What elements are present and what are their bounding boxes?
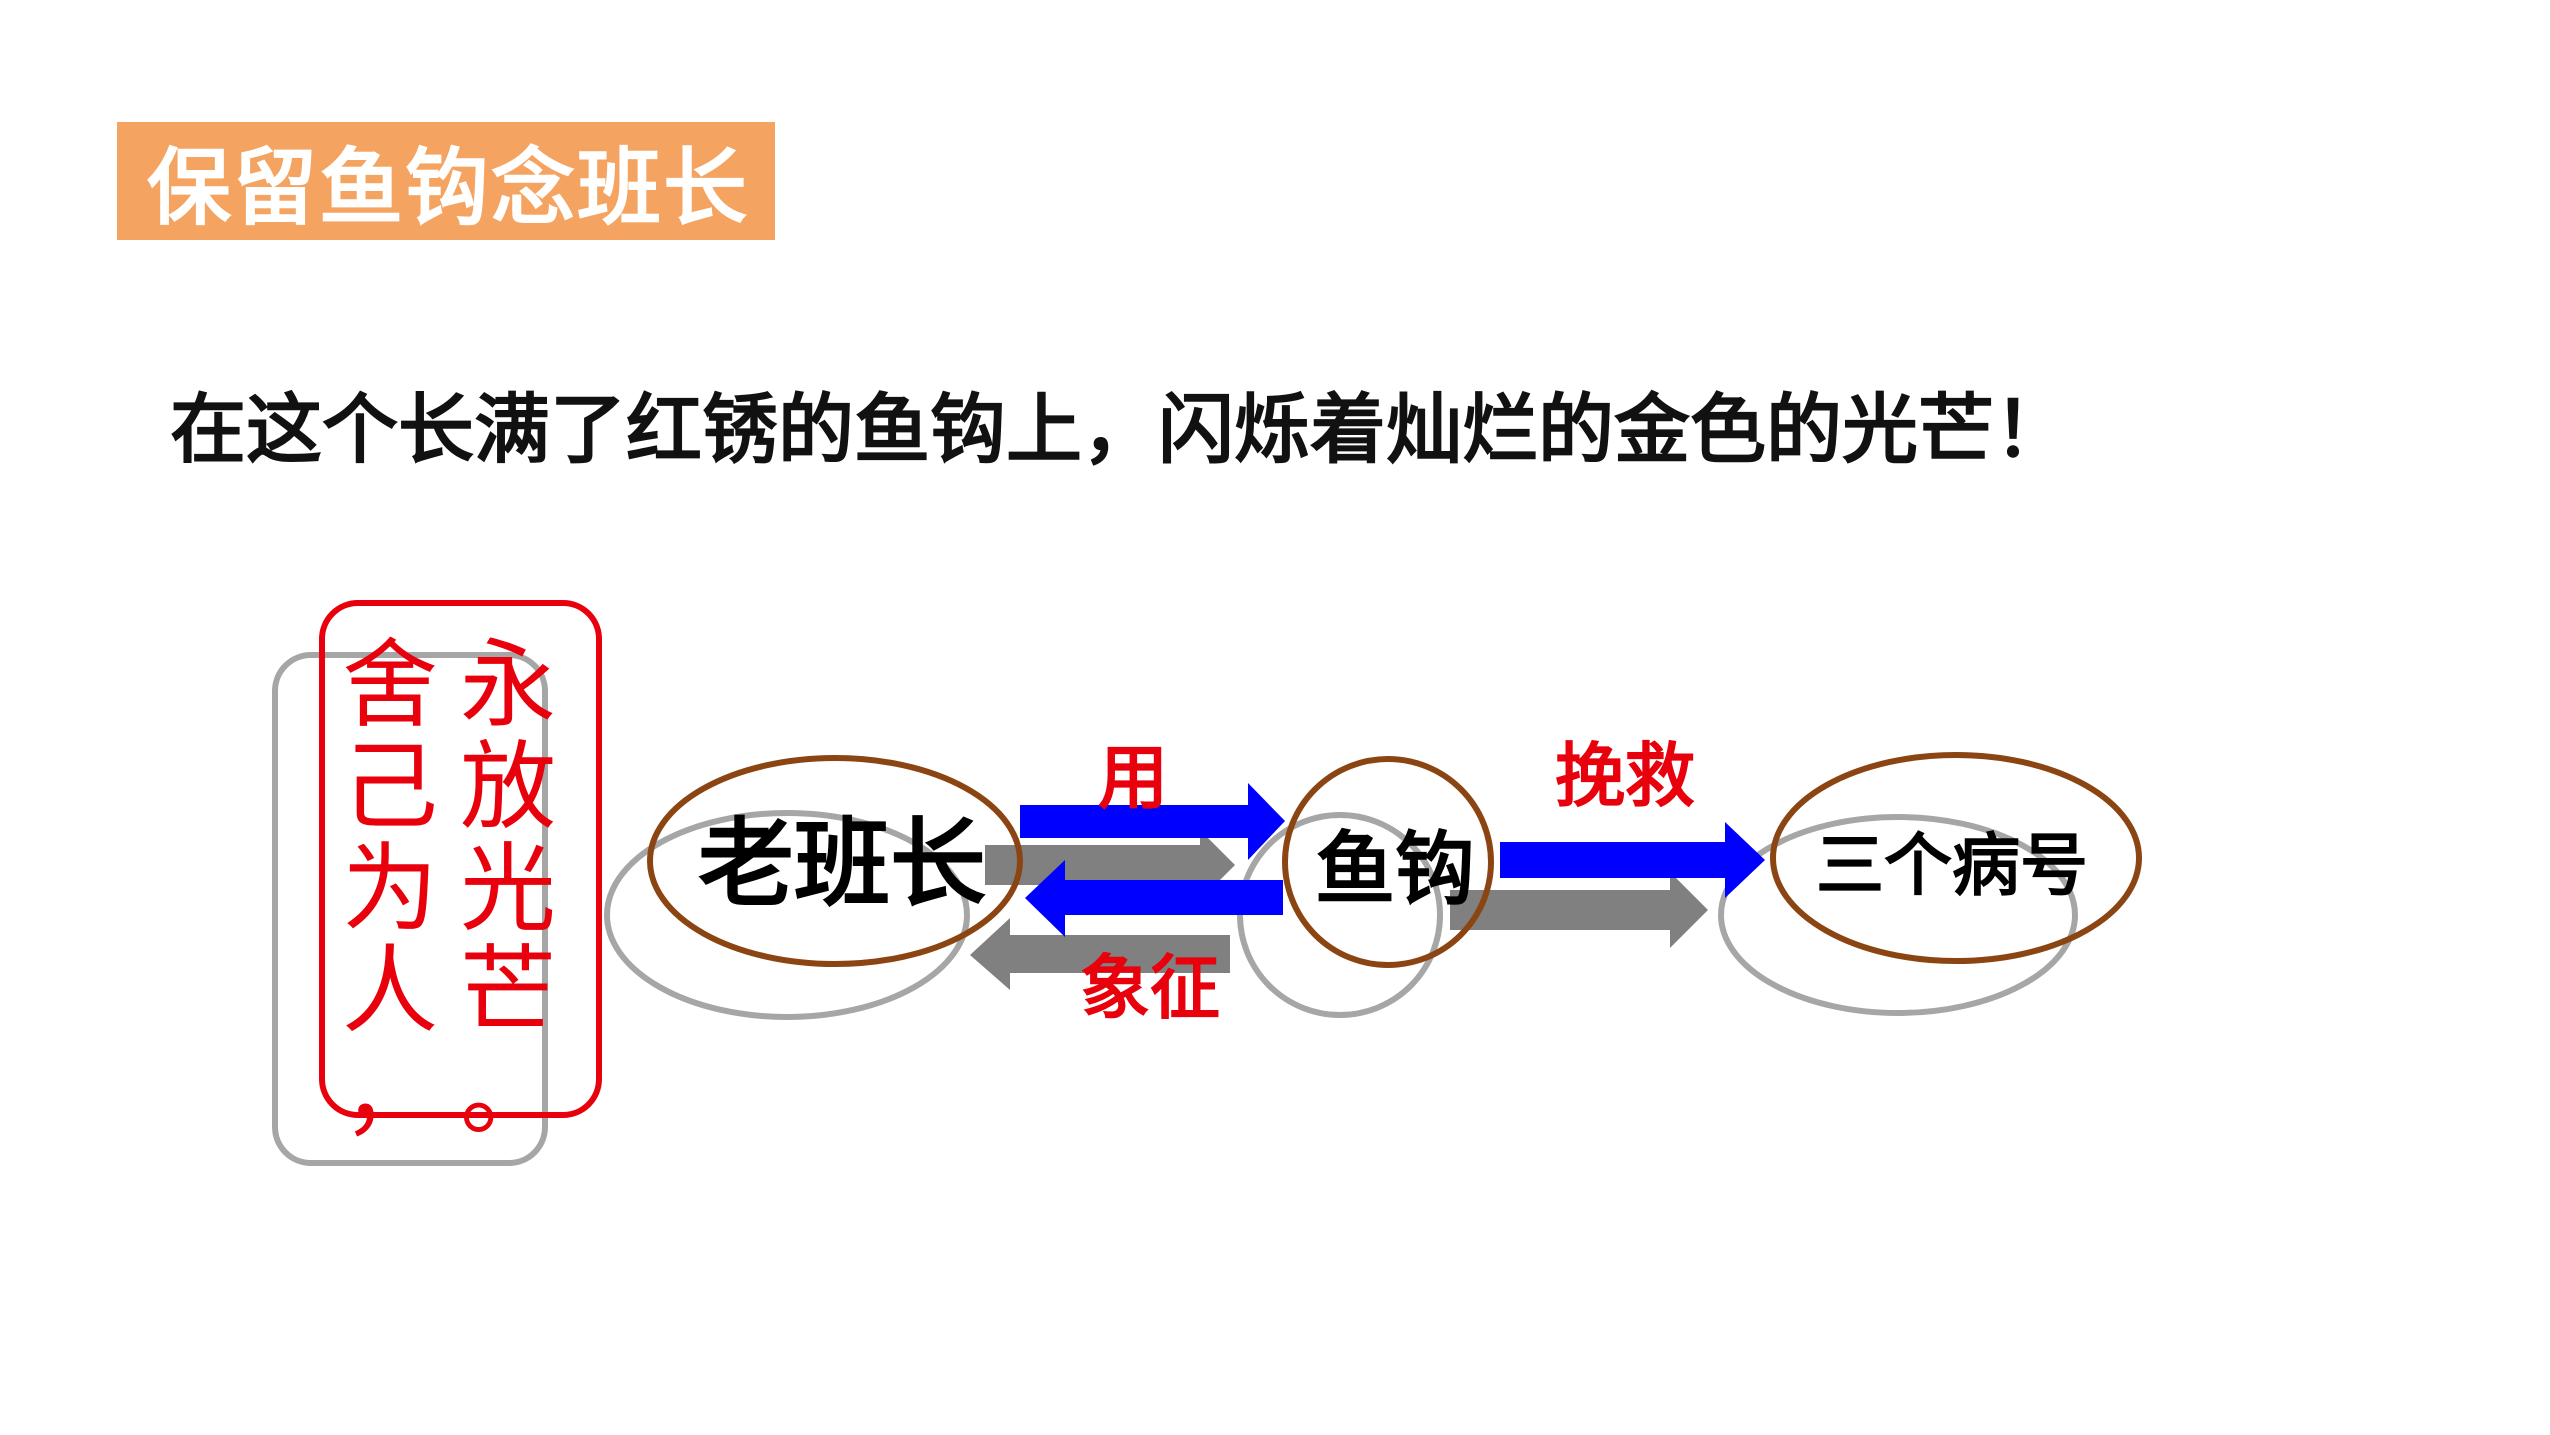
shadow-arrow-rescue xyxy=(1450,872,1708,948)
phrase-box xyxy=(319,600,602,1118)
arrow-rescue xyxy=(1500,822,1765,898)
relation-label-symbolize: 象征 xyxy=(1080,947,1220,1029)
node-label-three-patients: 三个病号 xyxy=(1816,827,2088,906)
vertical-column-right-char: 芒 xyxy=(460,935,556,1047)
node-oval-fishhook xyxy=(1282,756,1494,968)
node-oval-squad-leader xyxy=(647,755,1023,967)
relation-label-use: 用 xyxy=(1098,737,1168,819)
phrase-box-shadow xyxy=(272,652,548,1166)
section-tag: 保留鱼钩念班长 xyxy=(117,122,775,240)
node-shadow-three-patients xyxy=(1718,814,2078,1016)
vertical-column-left-char: ， xyxy=(342,1037,438,1149)
vertical-column-right-char: 放 xyxy=(460,731,556,843)
shadow-arrow-symbolize xyxy=(970,918,1230,990)
vertical-column-right-char: 光 xyxy=(460,833,556,945)
quote-sentence: 在这个长满了红锈的鱼钩上，闪烁着灿烂的金色的光芒！ xyxy=(170,385,2070,474)
arrow-use xyxy=(1020,783,1285,860)
relation-label-rescue: 挽救 xyxy=(1555,735,1695,817)
vertical-column-left-char: 人 xyxy=(342,935,438,1047)
vertical-column-right-char: 。 xyxy=(460,1037,556,1149)
node-label-fishhook: 鱼钩 xyxy=(1315,823,1475,916)
vertical-column-left-char: 己 xyxy=(342,731,438,843)
node-shadow-squad-leader xyxy=(604,810,970,1020)
section-tag-label: 保留鱼钩念班长 xyxy=(147,138,750,237)
node-oval-three-patients xyxy=(1770,752,2142,964)
node-label-squad-leader: 老班长 xyxy=(698,808,986,920)
vertical-column-left-char: 舍 xyxy=(342,629,438,741)
vertical-column-left-char: 为 xyxy=(342,833,438,945)
arrow-symbolize xyxy=(1025,860,1283,937)
vertical-column-right-char: 永 xyxy=(460,629,556,741)
